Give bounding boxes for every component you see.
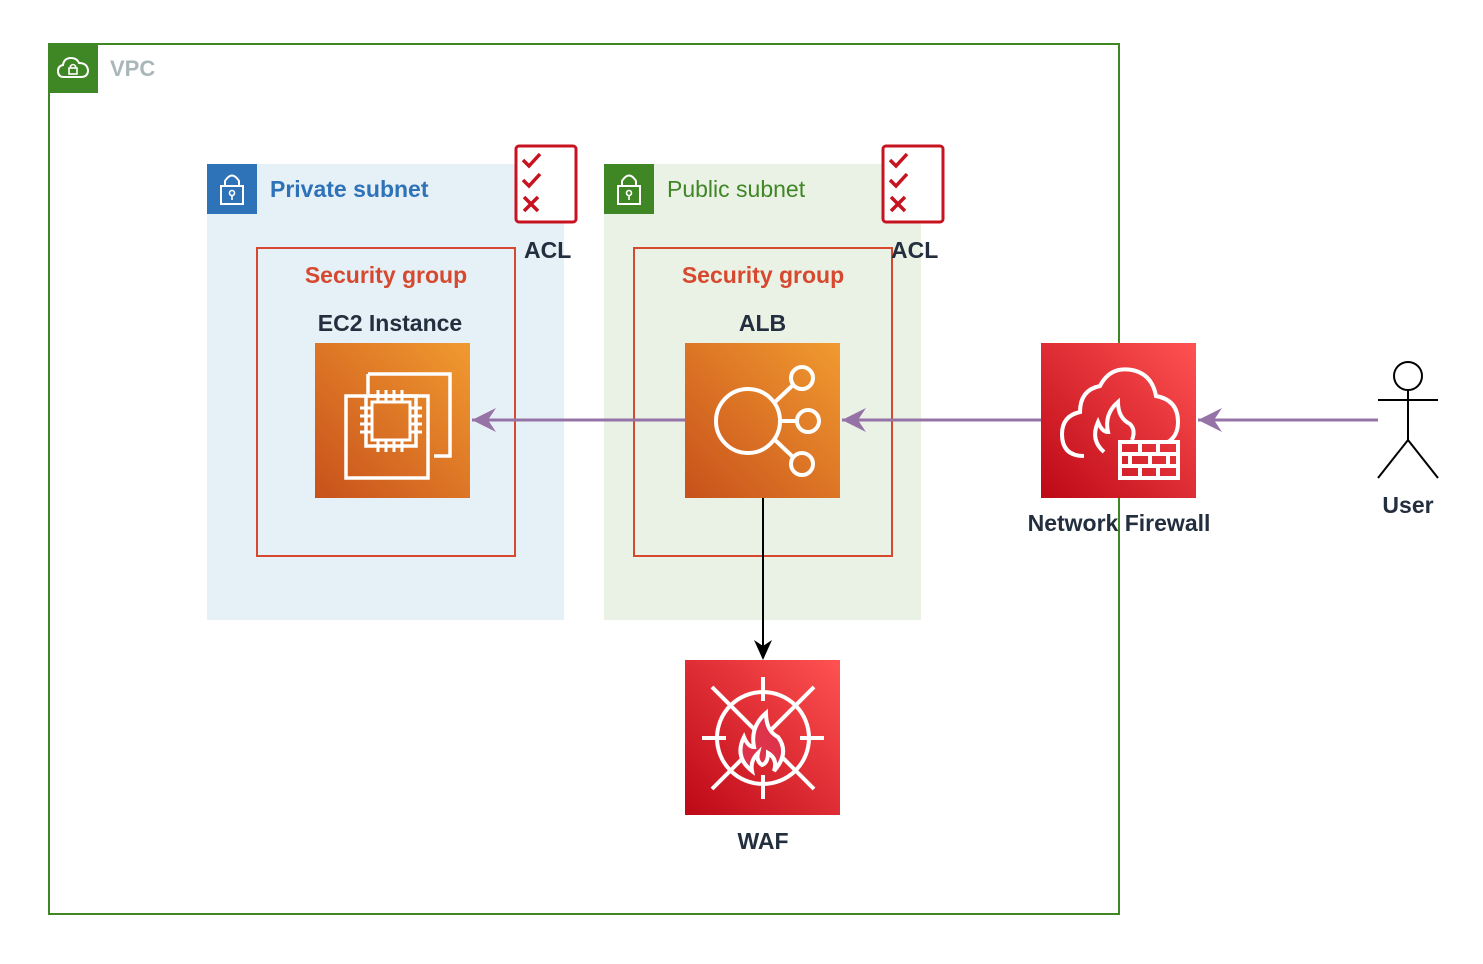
waf-label: WAF — [737, 828, 789, 854]
security-group-private-label: Security group — [304, 262, 468, 288]
public-subnet-lock-icon — [604, 164, 654, 214]
ec2-instance-label: EC2 Instance — [317, 310, 463, 336]
acl-checklist-icon — [514, 144, 578, 224]
network-firewall-label: Network Firewall — [1027, 510, 1211, 536]
load-balancer-icon — [685, 343, 840, 498]
arrow-user-to-firewall — [1198, 408, 1378, 432]
acl-public-label: ACL — [891, 237, 939, 263]
acl-checklist-icon — [881, 144, 945, 224]
user-label: User — [1382, 492, 1434, 518]
waf-icon — [685, 660, 840, 815]
security-group-public-label: Security group — [681, 262, 845, 288]
vpc-cloud-lock-icon — [48, 43, 98, 93]
user-actor-icon — [1377, 361, 1439, 479]
acl-private-label: ACL — [524, 237, 572, 263]
security-group-private — [256, 247, 516, 557]
public-subnet-label: Public subnet — [667, 176, 806, 202]
network-firewall-icon — [1041, 343, 1196, 498]
vpc-label: VPC — [110, 56, 156, 81]
alb-label: ALB — [738, 310, 787, 336]
private-subnet-lock-icon — [207, 164, 257, 214]
ec2-instance-icon — [315, 343, 470, 498]
private-subnet-label: Private subnet — [270, 176, 429, 202]
